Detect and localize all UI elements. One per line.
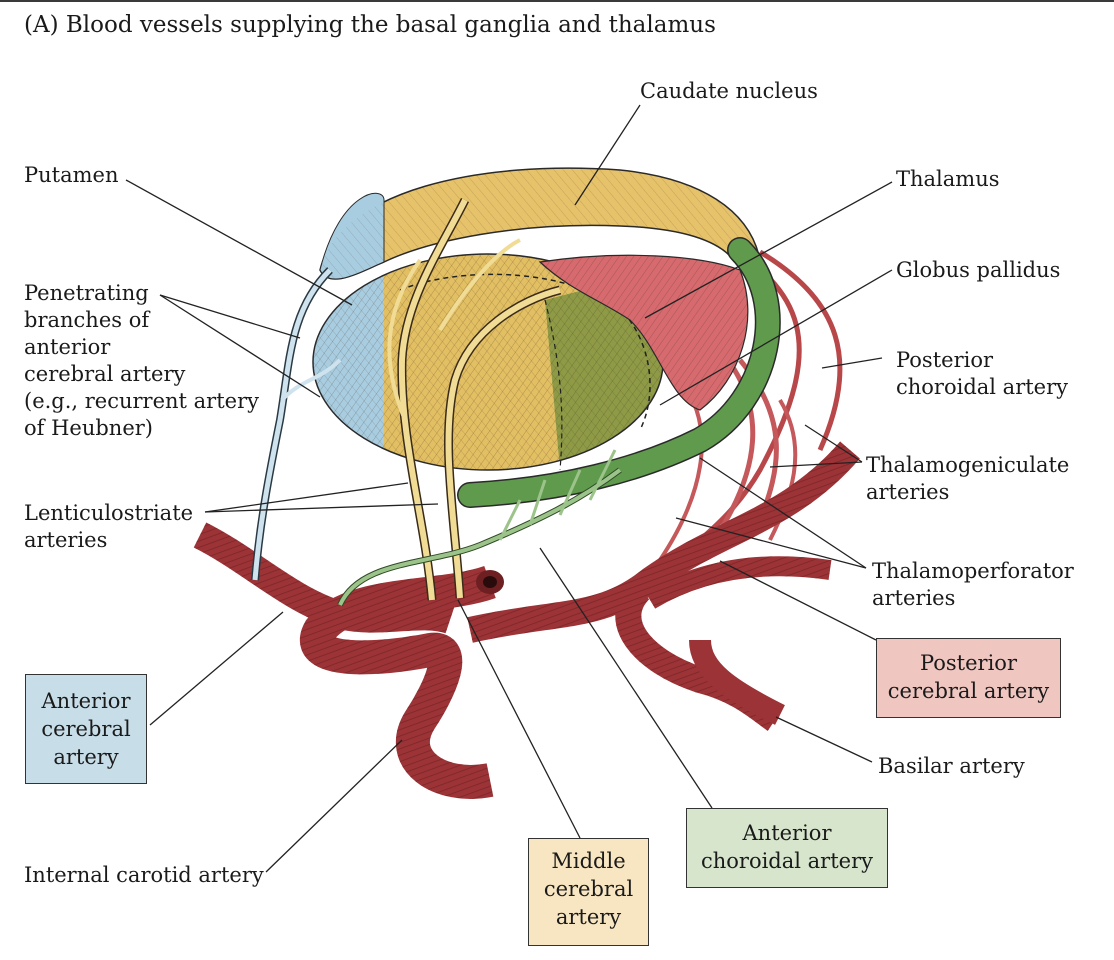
anterior-cerebral-artery-box: Anterior cerebral artery — [25, 674, 147, 784]
anterior-choroidal-artery-box: Anterior choroidal artery — [686, 808, 888, 888]
figure-title: (A) Blood vessels supplying the basal ga… — [24, 12, 716, 38]
caudate-nucleus-label: Caudate nucleus — [640, 79, 818, 103]
caudate-body — [319, 167, 781, 508]
lenticulostriate-vessels — [387, 197, 562, 601]
leader-lines — [125, 104, 893, 873]
middle-cerebral-artery-box: Middle cerebral artery — [528, 838, 649, 946]
aca-penetrating-vessels — [251, 267, 342, 581]
posterior-cerebral-artery-box: Posterior cerebral artery — [876, 638, 1061, 718]
internal-carotid-label: Internal carotid artery — [24, 863, 264, 887]
posterior-choroidal-label: Posterior choroidal artery — [896, 348, 1069, 399]
lenticulostriate-label: Lenticulostriate arteries — [24, 501, 194, 552]
top-rule — [0, 0, 1114, 2]
anterior-choroidal-vessels — [337, 449, 622, 607]
anterior-circulation — [193, 522, 504, 799]
thalamus-label: Thalamus — [896, 167, 1000, 191]
putamen-label: Putamen — [24, 163, 119, 187]
thalamoperforator-label: Thalamoperforator arteries — [872, 559, 1074, 610]
posterior-circulation — [467, 237, 860, 731]
penetrating-branches-label: Penetrating branches of anterior cerebra… — [24, 281, 259, 440]
globus-pallidus-label: Globus pallidus — [896, 258, 1061, 282]
basilar-artery-label: Basilar artery — [878, 754, 1025, 778]
thalamus-body — [538, 254, 749, 411]
thalamogeniculate-label: Thalamogeniculate arteries — [866, 453, 1070, 504]
